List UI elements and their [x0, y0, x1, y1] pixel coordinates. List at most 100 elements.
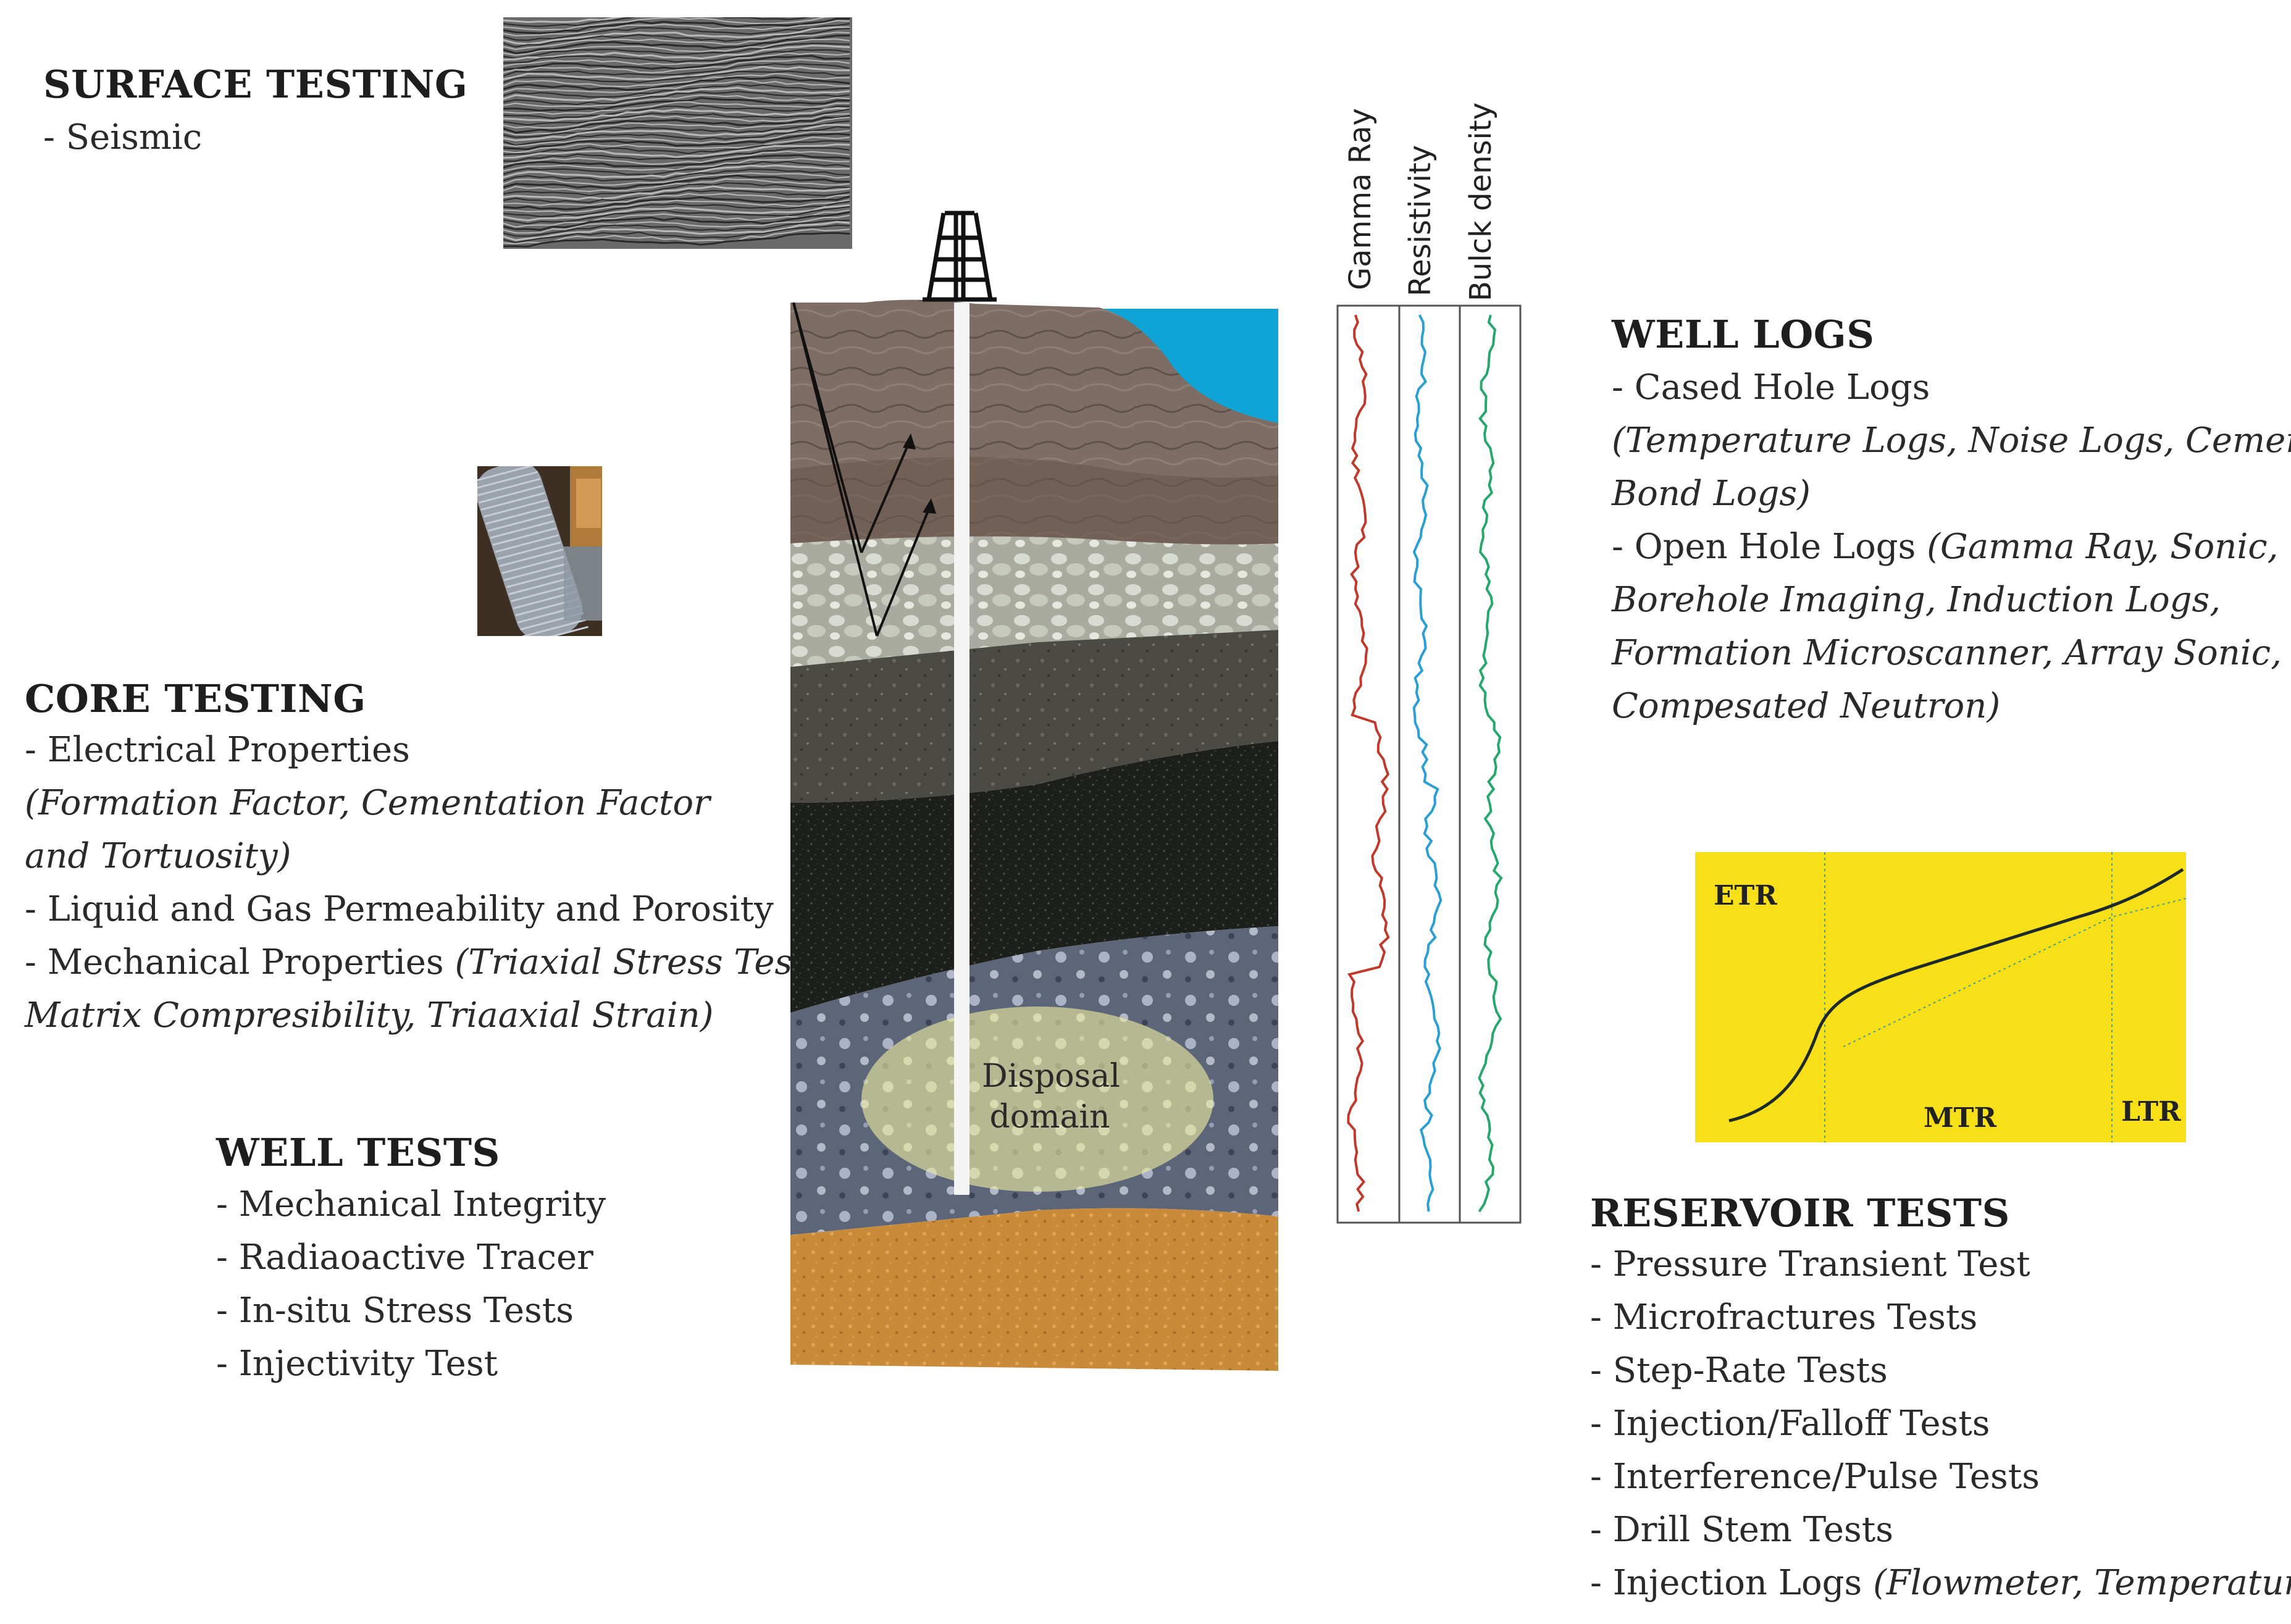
reservoir-tests-heading: RESERVOIR TESTS [1590, 1191, 2010, 1236]
seismic-reflector [503, 169, 850, 182]
seismic-reflector [503, 17, 798, 23]
injection-logs-plain: - Injection Logs [1590, 1563, 1874, 1603]
seismic-reflector [503, 17, 850, 35]
seismic-reflector [503, 63, 850, 77]
core-bedding-line [506, 569, 571, 588]
disposal-line: domain [989, 1099, 1110, 1136]
core-bedding-line [488, 513, 552, 532]
seismic-reflector [503, 59, 850, 73]
seismic-reflector [503, 65, 850, 81]
core-bedding-line [483, 499, 548, 518]
pressure-curve [1728, 868, 2184, 1123]
core-bedding-line [477, 466, 536, 483]
core-mechanical-plain: - Mechanical Properties [25, 942, 455, 982]
seismic-reflector [503, 157, 850, 172]
well-test-item: - Radiaoactive Tracer [216, 1237, 593, 1278]
reservoir-item: - Interference/Pulse Tests [1590, 1457, 2040, 1497]
core-line-mechanical: - Mechanical Properties (Triaxial Stress… [25, 936, 835, 989]
seismic-image [503, 17, 852, 249]
seismic-reflector [503, 199, 850, 214]
seismic-reflector [503, 52, 850, 67]
seismic-reflector [503, 126, 850, 146]
black-sand-layer [790, 741, 1278, 1013]
seismic-reflector [503, 54, 850, 70]
bulk-density-curve [1478, 314, 1503, 1213]
seismic-reflector [503, 161, 850, 175]
seismic-reflector [503, 224, 850, 243]
seismic-reflector [503, 86, 850, 102]
seismic-reflector [503, 220, 850, 241]
seismic-reflector [503, 164, 850, 178]
log-label-bulk-density: Bulck density [1464, 102, 1498, 301]
seismic-reflector [503, 80, 850, 93]
seismic-reflector [503, 108, 850, 126]
open-hole-italic: (Gamma Ray, Sonic, [1927, 527, 2279, 567]
seismic-reflector [503, 73, 850, 88]
reservoir-item: - Drill Stem Tests [1590, 1510, 1893, 1550]
seismic-reflector [503, 76, 850, 91]
seismic-reflector [503, 28, 850, 48]
well-test-item: - Mechanical Integrity [216, 1184, 606, 1224]
seismic-reflector [503, 150, 850, 165]
seismic-reflector [503, 104, 850, 119]
well-logs-line: Formation Microscanner, Array Sonic, [1612, 633, 2282, 673]
seismic-reflector [503, 219, 850, 237]
well-logs-line: - Open Hole Logs (Gamma Ray, Sonic, [1612, 521, 2278, 574]
gravel-layer [790, 536, 1278, 667]
seismic-reflector [503, 115, 850, 134]
open-hole-plain: - Open Hole Logs [1612, 527, 1927, 567]
core-bedding-line [490, 520, 555, 539]
seismic-reflector [503, 147, 850, 162]
well-test-item: - In-situ Stress Tests [216, 1291, 574, 1331]
core-line-tortuosity: and Tortuosity) [25, 836, 291, 876]
seismic-reflector [503, 44, 850, 61]
core-line-permeability: - Liquid and Gas Permeability and Porosi… [25, 889, 774, 929]
disposal-line: Disposal [982, 1058, 1120, 1095]
seismic-reflector [503, 101, 850, 115]
reservoir-item: - Pressure Transient Test [1590, 1244, 2030, 1284]
core-bedding-line [499, 548, 564, 567]
reservoir-item: - Injection/Falloff Tests [1590, 1404, 1990, 1444]
well-tests-heading: WELL TESTS [216, 1130, 500, 1175]
seismic-reflector [503, 190, 850, 204]
well-test-item: - Injectivity Test [216, 1344, 498, 1384]
core-bedding-line [496, 541, 561, 560]
seismic-reflector [503, 113, 850, 129]
seismic-reflector [503, 17, 810, 27]
resistivity-curve [1412, 314, 1443, 1212]
core-bedding-line [504, 563, 568, 582]
seismic-reflector [503, 94, 850, 107]
seismic-reflector [503, 185, 850, 201]
core-bedding-line [508, 576, 572, 595]
seismic-reflector [503, 26, 850, 45]
seismic-reflector [503, 38, 850, 56]
core-line-matrix: Matrix Compresibility, Triaaxial Strain) [25, 995, 714, 1036]
surface-testing-heading: SURFACE TESTING [43, 62, 468, 107]
core-bedding-line [481, 492, 545, 511]
dark-rock-layer [790, 630, 1278, 803]
reservoir-item: - Step-Rate Tests [1590, 1350, 1888, 1391]
log-label-resistivity: Resistivity [1403, 144, 1438, 296]
seismic-reflector [503, 140, 850, 156]
core-bedding-line [477, 478, 541, 497]
pressure-derivative-chart: ETR MTR LTR [1695, 852, 2186, 1142]
seismic-reflector [503, 143, 850, 159]
seismic-reflector [503, 193, 850, 206]
seismic-reflector [503, 91, 850, 106]
seismic-reflector [503, 209, 850, 228]
well-logs-line: Bond Logs) [1612, 474, 1811, 514]
core-bedding-line [495, 534, 559, 553]
core-bedding-line [524, 626, 588, 636]
seismic-reflector [503, 17, 834, 31]
disposal-domain-label: Disposal domain [982, 1056, 1120, 1137]
well-logs-line: (Temperature Logs, Noise Logs, Cement [1612, 421, 2291, 461]
seismic-reflector [503, 154, 850, 169]
seismic-reflector [503, 211, 850, 231]
seismic-reflector [503, 136, 850, 154]
seismic-reflector [503, 204, 850, 222]
seismic-reflector [503, 31, 850, 51]
core-bedding-line [477, 471, 538, 490]
pressure-chart-background [1695, 852, 2186, 1142]
seismic-reflector [503, 35, 850, 54]
